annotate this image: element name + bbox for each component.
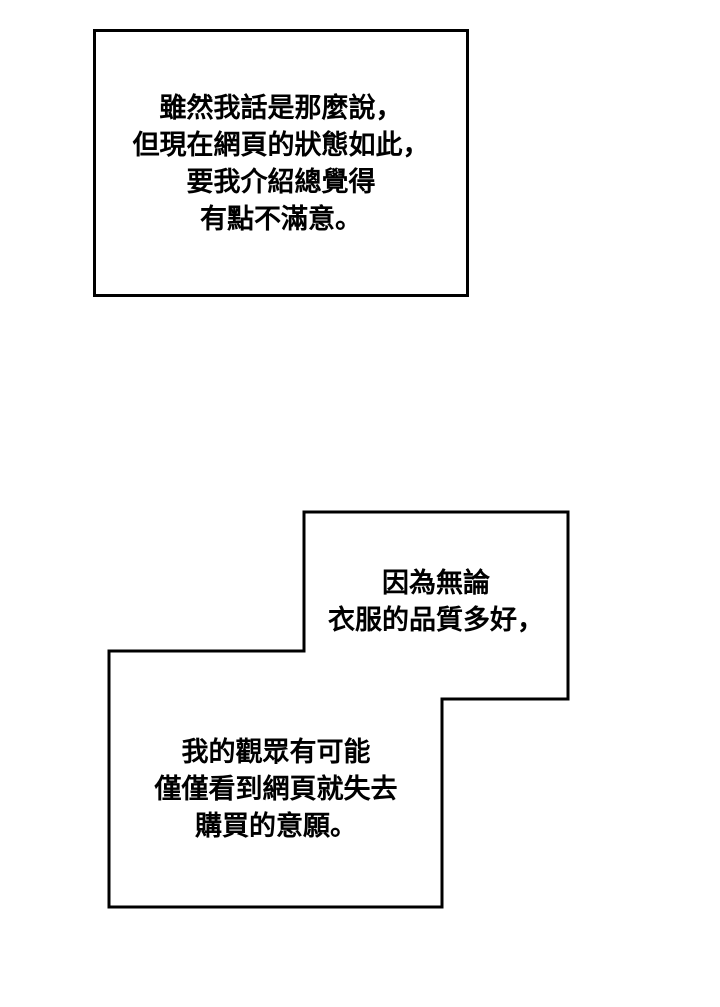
caption-text-middle: 因為無論 衣服的品質多好， xyxy=(305,565,567,639)
caption-line: 雖然我話是那麼說， xyxy=(159,93,403,124)
caption-line: 有點不滿意。 xyxy=(200,204,362,235)
caption-line: 要我介紹總覺得 xyxy=(186,167,376,198)
caption-line: 衣服的品質多好， xyxy=(328,605,544,636)
caption-line: 購買的意願。 xyxy=(195,811,357,842)
caption-line: 因為無論 xyxy=(382,568,490,599)
caption-text-bottom: 我的觀眾有可能 僅僅看到網頁就失去 購買的意願。 xyxy=(110,734,442,845)
caption-box-stepped-outline xyxy=(107,510,570,909)
caption-box-top xyxy=(93,29,469,297)
caption-line: 僅僅看到網頁就失去 xyxy=(154,774,398,805)
caption-line: 我的觀眾有可能 xyxy=(181,737,371,768)
caption-line: 但現在網頁的狀態如此， xyxy=(132,130,430,161)
caption-text-top: 雖然我話是那麼說， 但現在網頁的狀態如此， 要我介紹總覺得 有點不滿意。 xyxy=(93,90,469,238)
